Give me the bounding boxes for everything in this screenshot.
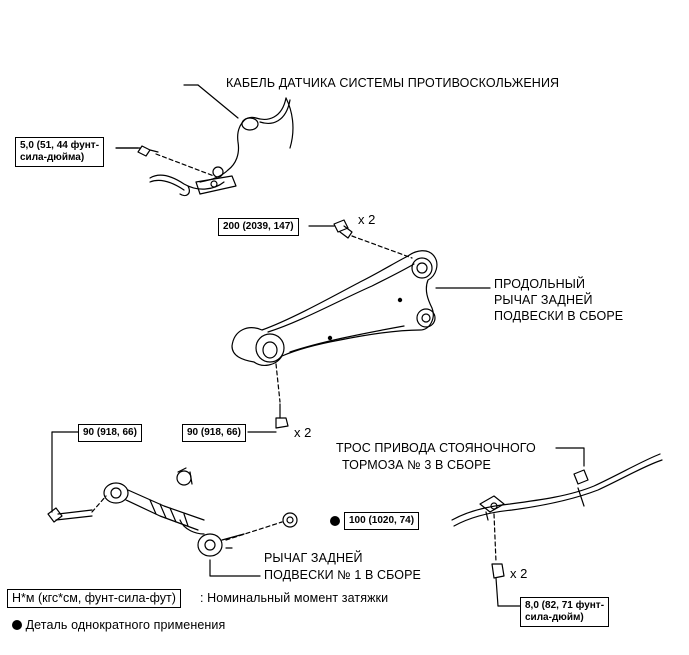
quantity-arm-rear: x 2: [294, 425, 312, 440]
rear-arm-no1-drawing: [103, 482, 245, 557]
trailing-arm-label-line-3: ПОДВЕСКИ В СБОРЕ: [494, 309, 624, 323]
trailing-arm-label-line-1: ПРОДОЛЬНЫЙ: [494, 277, 586, 291]
bushing-drawing: [176, 467, 193, 486]
torque-box-arm-front: 200 (2039, 147): [218, 218, 299, 236]
legend-unit-description: : Номинальный момент затяжки: [200, 591, 389, 605]
torque-box-link-bolt: 90 (918, 66): [78, 424, 142, 442]
rear-arm-no1-label-line-1: РЫЧАГ ЗАДНЕЙ: [264, 551, 363, 565]
legend-non-reusable: Деталь однократного применения: [12, 618, 225, 633]
cable-bolt-drawing: [491, 563, 505, 607]
brake-cable-label-line-1: ТРОС ПРИВОДА СТОЯНОЧНОГО: [336, 441, 536, 455]
trailing-arm-drawing: [231, 250, 438, 366]
trailing-arm-label-line-2: РЫЧАГ ЗАДНЕЙ: [494, 293, 593, 307]
torque-text: сила-дюйм): [525, 612, 584, 623]
torque-text: 5,0 (51, 44 фунт-: [20, 140, 100, 151]
non-reusable-dot-icon: [12, 620, 22, 630]
brake-cable-label-line-2: ТОРМОЗА № 3 В СБОРЕ: [342, 458, 491, 472]
arm-rear-bolt-drawing: [247, 403, 289, 433]
non-reusable-mark: [330, 516, 340, 526]
rear-arm-no1-label-line-2: ПОДВЕСКИ № 1 В СБОРЕ: [264, 568, 421, 582]
quantity-arm-front: x 2: [358, 212, 376, 227]
quantity-cable-bolt: x 2: [510, 566, 528, 581]
legend-unit-box: Н*м (кгс*см, фунт-сила-фут): [7, 589, 181, 608]
torque-text: сила-дюйма): [20, 152, 85, 163]
abs-cable-label: КАБЕЛЬ ДАТЧИКА СИСТЕМЫ ПРОТИВОСКОЛЬЖЕНИЯ: [226, 76, 560, 90]
torque-text: 8,0 (82, 71 фунт-: [525, 600, 605, 611]
abs-sensor-cable-drawing: [149, 84, 294, 197]
torque-box-arm-rear: 90 (918, 66): [182, 424, 246, 442]
legend-non-reusable-text: Деталь однократного применения: [25, 618, 226, 632]
arm-front-bolt-drawing: [308, 219, 353, 239]
torque-box-abs-bolt: 5,0 (51, 44 фунт- сила-дюйма): [15, 137, 105, 167]
parking-brake-cable-drawing: [451, 453, 663, 527]
torque-box-cable-bolt: 8,0 (82, 71 фунт- сила-дюйм): [520, 597, 610, 627]
torque-box-link-nut: 100 (1020, 74): [344, 512, 420, 530]
link-bolt-drawing: [47, 431, 93, 523]
link-nut-drawing: [282, 512, 298, 528]
